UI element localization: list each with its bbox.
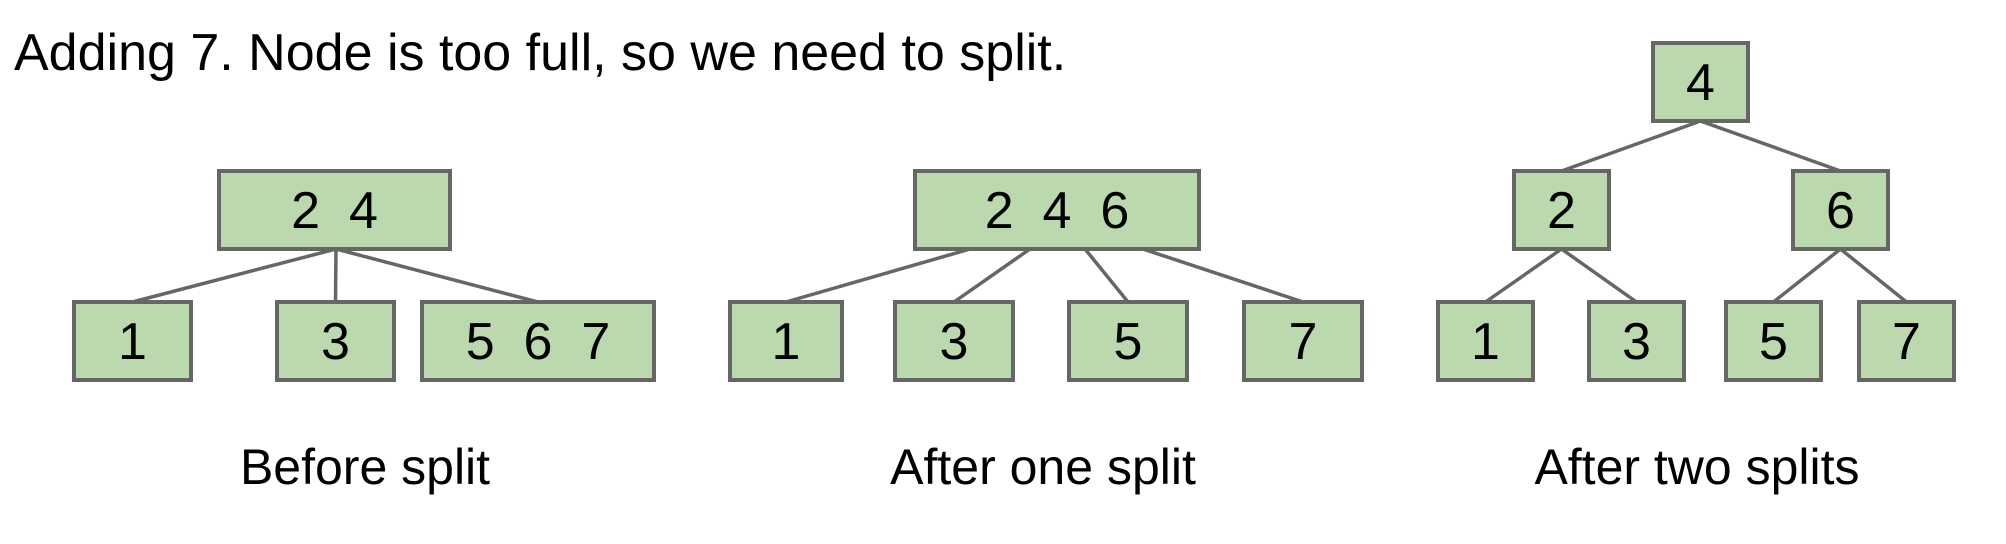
node-label: 6 bbox=[1826, 182, 1855, 240]
node-label: 3 bbox=[940, 313, 969, 371]
tree-edge bbox=[132, 247, 337, 304]
tree-node: 6 bbox=[1791, 169, 1890, 251]
node-box bbox=[1791, 169, 1890, 251]
tree-node: 5 bbox=[1724, 300, 1823, 382]
node-label: 2 4 6 bbox=[985, 182, 1130, 240]
node-label: 3 bbox=[1622, 313, 1651, 371]
node-box bbox=[275, 300, 396, 382]
tree-edge bbox=[1772, 247, 1842, 304]
tree-edge bbox=[1484, 247, 1563, 304]
node-label: 4 bbox=[1686, 54, 1715, 112]
tree-edge bbox=[952, 247, 1032, 304]
tree-edge bbox=[1142, 247, 1304, 304]
node-box bbox=[420, 300, 656, 382]
tree-edge bbox=[335, 247, 539, 304]
tree-node: 2 4 bbox=[217, 169, 452, 251]
tree-node: 2 4 6 bbox=[913, 169, 1201, 251]
tree-node: 7 bbox=[1242, 300, 1364, 382]
node-label: 7 bbox=[1892, 313, 1921, 371]
node-label: 1 bbox=[118, 313, 147, 371]
node-box bbox=[913, 169, 1201, 251]
node-box bbox=[1724, 300, 1823, 382]
tree-node: 5 6 7 bbox=[420, 300, 656, 382]
tree-node: 3 bbox=[275, 300, 396, 382]
node-box bbox=[1587, 300, 1686, 382]
node-label: 5 bbox=[1759, 313, 1788, 371]
tree-node: 1 bbox=[72, 300, 193, 382]
tree-edge bbox=[1560, 247, 1638, 304]
tree-node: 3 bbox=[893, 300, 1015, 382]
node-box bbox=[217, 169, 452, 251]
node-label: 3 bbox=[321, 313, 350, 371]
captions-layer: Before split After one split After two spl… bbox=[240, 439, 1860, 495]
node-box bbox=[1651, 41, 1750, 123]
tree-caption: After two splits bbox=[1534, 439, 1859, 495]
node-box bbox=[1067, 300, 1189, 382]
tree-node: 1 bbox=[728, 300, 844, 382]
node-box bbox=[1436, 300, 1535, 382]
tree-node: 1 bbox=[1436, 300, 1535, 382]
node-label: 2 bbox=[1547, 182, 1576, 240]
tree-caption: After one split bbox=[890, 439, 1196, 495]
node-box bbox=[1242, 300, 1364, 382]
tree-node: 5 bbox=[1067, 300, 1189, 382]
node-box bbox=[893, 300, 1015, 382]
node-label: 7 bbox=[1289, 313, 1318, 371]
tree-node: 2 bbox=[1512, 169, 1611, 251]
tree-node: 3 bbox=[1587, 300, 1686, 382]
nodes-layer: 2 4 1 3 5 6 7 2 4 6 1 3 5 7 4 2 6 1 3 5 7 bbox=[72, 41, 1956, 382]
node-label: 5 bbox=[1114, 313, 1143, 371]
tree-caption: Before split bbox=[240, 439, 490, 495]
node-label: 5 6 7 bbox=[466, 313, 611, 371]
tree-edge bbox=[1839, 247, 1908, 304]
tree-edge bbox=[1560, 119, 1702, 173]
node-box bbox=[1857, 300, 1956, 382]
node-label: 1 bbox=[772, 313, 801, 371]
node-label: 1 bbox=[1471, 313, 1500, 371]
tree-node: 7 bbox=[1857, 300, 1956, 382]
tree-edge bbox=[785, 247, 971, 304]
tree-edge bbox=[333, 248, 338, 303]
node-label: 2 4 bbox=[291, 182, 378, 240]
node-box bbox=[72, 300, 193, 382]
tree-edge bbox=[1083, 247, 1130, 304]
node-box bbox=[728, 300, 844, 382]
tree-node: 4 bbox=[1651, 41, 1750, 123]
diagram-heading: Adding 7. Node is too full, so we need t… bbox=[14, 24, 1067, 82]
node-box bbox=[1512, 169, 1611, 251]
tree-edge bbox=[1699, 119, 1842, 173]
edges-layer bbox=[132, 119, 1908, 304]
